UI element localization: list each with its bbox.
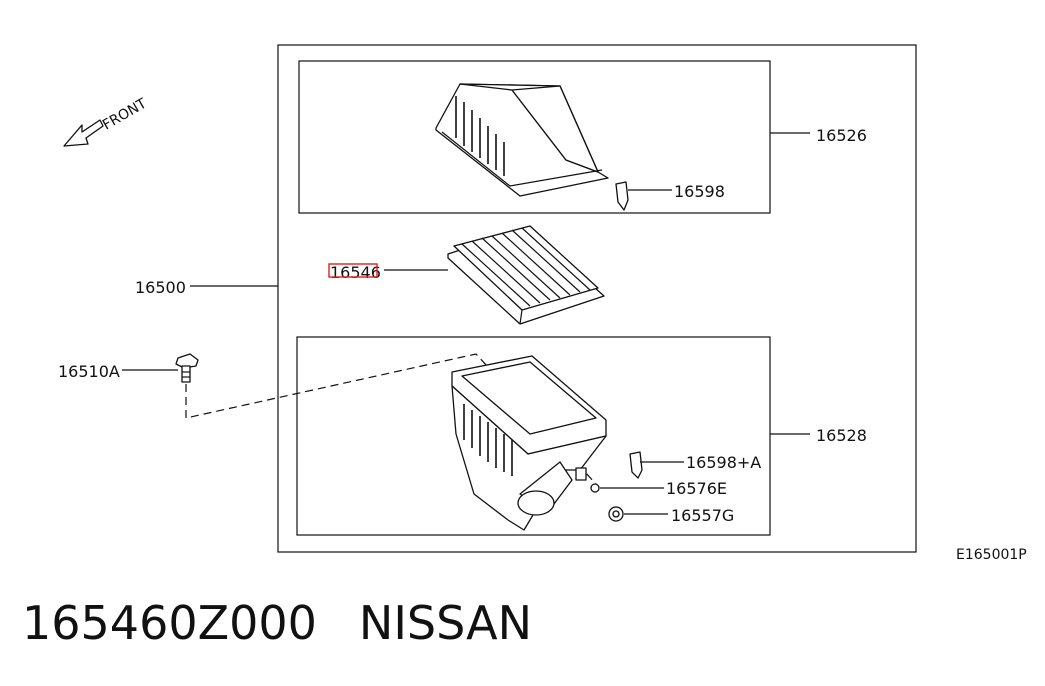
label-16546: 16546 <box>330 263 381 282</box>
bolt-drawing <box>175 353 199 383</box>
part-number: 165460Z000 <box>22 596 317 650</box>
assembly-frame <box>277 44 917 553</box>
label-16500: 16500 <box>135 278 186 297</box>
front-label: FRONT <box>100 95 150 133</box>
label-16557G: 16557G <box>671 506 734 525</box>
cover-box <box>298 60 771 214</box>
label-16526: 16526 <box>816 126 867 145</box>
part-caption: 165460Z000 NISSAN <box>22 596 574 650</box>
air-cleaner-case-drawing <box>451 355 607 531</box>
front-arrow-icon <box>63 119 104 147</box>
label-16598: 16598 <box>674 182 725 201</box>
highlight-box-16546 <box>328 263 378 278</box>
label-16576E: 16576E <box>666 479 727 498</box>
clip-drawing <box>615 181 629 211</box>
brand-name: NISSAN <box>358 596 533 650</box>
label-16510A: 16510A <box>58 362 120 381</box>
clip-a-drawing <box>629 451 643 479</box>
label-16598a: 16598+A <box>686 453 761 472</box>
leader-lines <box>122 132 810 515</box>
nut-drawing <box>608 506 624 522</box>
case-box <box>296 336 771 536</box>
reference-code: E165001P <box>956 547 1027 563</box>
air-cleaner-cover-drawing <box>435 83 609 197</box>
label-16528: 16528 <box>816 426 867 445</box>
grommet-drawing <box>590 483 600 493</box>
air-filter-element-drawing <box>447 225 605 325</box>
